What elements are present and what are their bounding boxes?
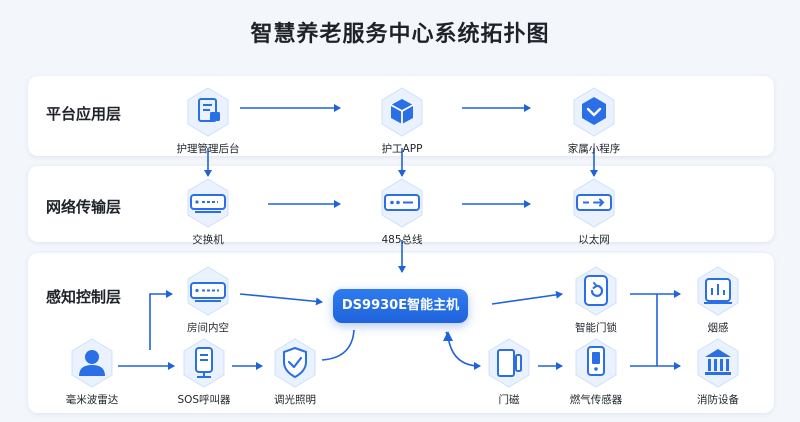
ethernet-icon [567,176,621,230]
node-room-controller[interactable]: 房间内空 [153,264,263,335]
node-label: 485总线 [381,234,423,246]
node-family-miniprogram[interactable]: 家属小程序 [539,85,649,156]
node-switch[interactable]: 交换机 [153,176,263,247]
node-label: 智能门锁 [575,322,617,334]
building-icon [691,336,745,390]
document-icon [181,85,235,139]
node-label: 以太网 [578,234,610,246]
node-smoke-detector[interactable]: 烟感 [663,264,773,335]
node-label: 消防设备 [697,394,739,406]
layer-band-ctrl [28,253,774,413]
node-nursing-admin[interactable]: 护理管理后台 [153,85,263,156]
smoke-detector-icon [691,264,745,318]
link-light-hub [321,329,355,361]
layer-label-net: 网络传输层 [46,198,122,216]
node-label: 房间内空 [187,322,229,334]
sos-icon [177,336,231,390]
node-485-bus[interactable]: 485总线 [347,176,457,247]
node-door-sensor[interactable]: 门磁 [454,336,564,407]
link-radar-room [149,290,173,350]
node-sos-caller[interactable]: SOS呼叫器 [149,336,259,407]
node-label: 门磁 [498,394,520,406]
door-sensor-icon [482,336,536,390]
node-fire-equipment[interactable]: 消防设备 [663,336,773,407]
node-mmwave-radar[interactable]: 毫米波雷达 [37,336,147,407]
shield-icon [268,336,322,390]
node-dimming-light[interactable]: 调光照明 [240,336,350,407]
link-room-hub [239,293,323,306]
node-label: 调光照明 [274,394,316,406]
router-icon [375,176,429,230]
layer-label-app: 平台应用层 [46,105,122,123]
node-ethernet[interactable]: 以太网 [539,176,649,247]
gas-sensor-icon [569,336,623,390]
box-icon [375,85,429,139]
chevron-down-icon [567,85,621,139]
lock-icon [569,264,623,318]
node-label: 护理管理后台 [176,143,240,155]
layer-label-ctrl: 感知控制层 [46,288,122,306]
node-smart-lock[interactable]: 智能门锁 [541,264,651,335]
node-label: 毫米波雷达 [65,394,119,406]
switch-icon [181,176,235,230]
node-label: 护工APP [381,143,423,155]
node-caregiver-app[interactable]: 护工APP [347,85,457,156]
controller-icon [181,264,235,318]
link-hub-lock [491,290,563,305]
node-label: 烟感 [707,322,729,334]
node-gas-sensor[interactable]: 燃气传感器 [541,336,651,407]
person-icon [65,336,119,390]
node-label: 燃气传感器 [569,394,623,406]
hub-ds9930e[interactable]: DS9930E智能主机 [333,289,468,323]
node-label: SOS呼叫器 [177,394,231,406]
node-label: 交换机 [192,234,224,246]
page-title: 智慧养老服务中心系统拓扑图 [250,22,550,47]
node-label: 家属小程序 [567,143,621,155]
